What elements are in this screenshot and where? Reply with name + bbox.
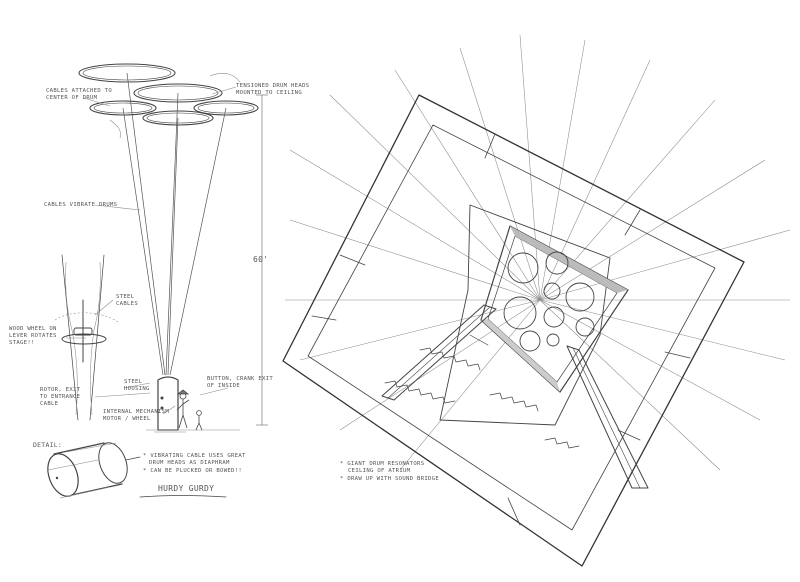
stairs [384,334,580,449]
ceiling-drums [503,251,595,352]
height-label: 60' [253,255,268,264]
svg-text:CABLES ATTACHED TO CENTER: CABLES ATTACHED TO CENTER OF DRUM [46,88,116,101]
drum-array-elevation [78,63,259,126]
outer-frame [282,94,745,567]
svg-text:INTERNAL MECHANISM MOTOR /: INTERNAL MECHANISM MOTOR / WHEEL [103,409,173,422]
drum-head-center [133,83,223,103]
inner-well [439,204,611,426]
svg-text:BUTTON, CRANK EXIT OF INSI: BUTTON, CRANK EXIT OF INSIDE [207,376,277,389]
wood-wheel [61,333,107,345]
vibrating-cables [122,72,227,376]
svg-text:* GIANT DRUM RESONATORS CE: * GIANT DRUM RESONATORS CEILING OF ATRIU… [340,461,439,482]
scale-figure [176,389,203,431]
drum-head-left [89,100,157,116]
drum-detail [47,442,141,499]
columns [381,304,649,489]
detail-label: DETAIL: [33,441,62,449]
height-dimension [256,94,268,426]
svg-text:WOOD WHEEL ON LEVER ROTATE: WOOD WHEEL ON LEVER ROTATES STAGE!! [9,326,60,346]
drawing-title: HURDY GURDY [158,484,214,493]
atrium-perspective [282,34,791,567]
svg-text:STEEL HOUSING: STEEL HOUSING [124,379,150,392]
steel-housing [146,376,240,433]
svg-text:* VIBRATING CABLE USES GREAT: * VIBRATING CABLE USES GREAT DRUM HEADS … [143,453,249,474]
svg-text:CABLES VIBRATE DRUMS: CABLES VIBRATE DRUMS [44,202,117,208]
cable-wheel-detail [54,254,119,421]
svg-text:TENSIONED DRUM HEADS MOUNT: TENSIONED DRUM HEADS MOUNTED TO CEILING [236,83,313,96]
svg-text:ROTOR, EXIT TO ENTRANCE: ROTOR, EXIT TO ENTRANCE CABLE [40,387,84,407]
drum-head-top [78,63,176,83]
drum-head-right [193,100,259,116]
svg-text:STEEL CABLES: STEEL CABLES [116,294,138,307]
